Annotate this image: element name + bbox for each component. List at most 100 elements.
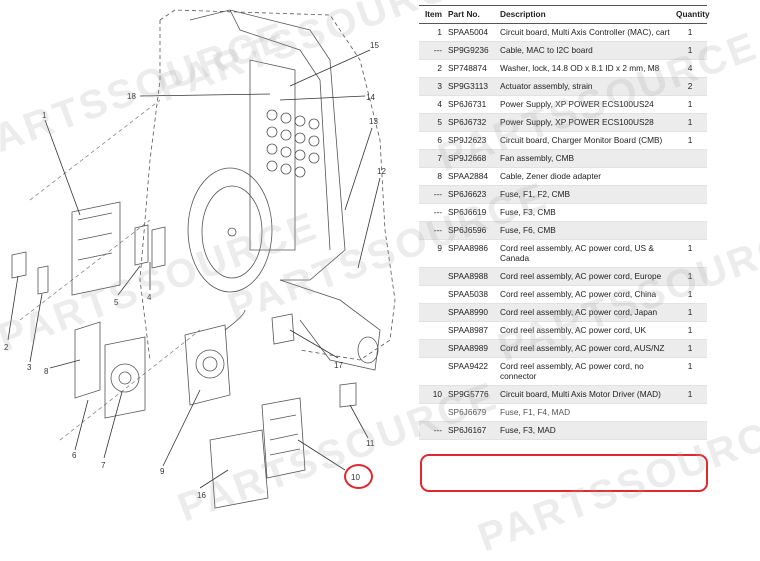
cell-item bbox=[419, 267, 445, 286]
exploded-view-drawing: 1 2 3 4 5 6 7 8 9 10 11 12 13 14 15 16 1… bbox=[4, 9, 396, 509]
cell-part-number: SPAA8987 bbox=[445, 321, 497, 340]
header-part-number: Part No. bbox=[445, 5, 497, 24]
cell-quantity: 1 bbox=[673, 267, 707, 286]
cell-description: Cord reel assembly, AC power cord, Japan bbox=[497, 303, 673, 322]
cell-quantity bbox=[673, 221, 707, 240]
callout-2: 2 bbox=[4, 343, 9, 352]
cell-item: --- bbox=[419, 421, 445, 440]
cell-item: 5 bbox=[419, 113, 445, 132]
cell-quantity: 1 bbox=[673, 385, 707, 404]
cell-quantity bbox=[673, 149, 707, 168]
cell-description: Fuse, F1, F2, CMB bbox=[497, 185, 673, 204]
cell-item: 10 bbox=[419, 385, 445, 404]
cell-quantity bbox=[673, 185, 707, 204]
callout-12: 12 bbox=[377, 167, 386, 176]
cell-quantity bbox=[673, 421, 707, 440]
cell-quantity: 1 bbox=[673, 303, 707, 322]
table-header-row: Item Part No. Description Quantity bbox=[419, 5, 710, 24]
cell-item bbox=[419, 285, 445, 304]
cell-part-number: SP6J6623 bbox=[445, 185, 497, 204]
cell-description: Fuse, F6, CMB bbox=[497, 221, 673, 240]
cell-quantity bbox=[673, 203, 707, 222]
callout-6: 6 bbox=[72, 451, 77, 460]
cell-item: --- bbox=[419, 221, 445, 240]
cell-part-number: SP9J2668 bbox=[445, 149, 497, 168]
cell-description: Circuit board, Multi Axis Controller (MA… bbox=[497, 23, 673, 42]
callout-3: 3 bbox=[27, 363, 32, 372]
cell-description: Cord reel assembly, AC power cord, AUS/N… bbox=[497, 339, 673, 358]
exploded-parts-diagram: 1 2 3 4 5 6 7 8 9 10 11 12 13 14 15 16 1… bbox=[4, 9, 396, 509]
callout-7: 7 bbox=[101, 461, 106, 470]
cell-item: 8 bbox=[419, 167, 445, 186]
cell-part-number: SPAA8986 bbox=[445, 239, 497, 268]
cell-part-number: SP6J6679 bbox=[445, 403, 497, 422]
cell-item: 6 bbox=[419, 131, 445, 150]
cell-quantity: 1 bbox=[673, 321, 707, 340]
callout-18: 18 bbox=[127, 92, 136, 101]
cell-quantity: 1 bbox=[673, 285, 707, 304]
cell-quantity: 1 bbox=[673, 113, 707, 132]
cell-quantity: 1 bbox=[673, 95, 707, 114]
cell-description: Cord reel assembly, AC power cord, China bbox=[497, 285, 673, 304]
cell-description: Power Supply, XP POWER ECS100US28 bbox=[497, 113, 673, 132]
cell-description: Fuse, F1, F4, MAD bbox=[497, 403, 673, 422]
cell-quantity: 4 bbox=[673, 59, 707, 78]
header-quantity: Quantity bbox=[673, 5, 710, 24]
callout-11: 11 bbox=[366, 439, 375, 448]
callout-8: 8 bbox=[44, 367, 49, 376]
cell-item bbox=[419, 321, 445, 340]
cell-part-number: SP6J6596 bbox=[445, 221, 497, 240]
cell-description: Actuator assembly, strain bbox=[497, 77, 673, 96]
cell-item: --- bbox=[419, 203, 445, 222]
cell-item bbox=[419, 339, 445, 358]
cell-item: --- bbox=[419, 41, 445, 60]
cell-item: 1 bbox=[419, 23, 445, 42]
cell-description: Fan assembly, CMB bbox=[497, 149, 673, 168]
cell-item bbox=[419, 357, 445, 386]
cell-quantity: 1 bbox=[673, 339, 707, 358]
cell-item: 4 bbox=[419, 95, 445, 114]
callout-9: 9 bbox=[160, 467, 165, 476]
cell-part-number: SPAA8989 bbox=[445, 339, 497, 358]
cell-description: Circuit board, Charger Monitor Board (CM… bbox=[497, 131, 673, 150]
callout-1: 1 bbox=[42, 111, 47, 120]
cell-item: 3 bbox=[419, 77, 445, 96]
cell-part-number: SPAA8988 bbox=[445, 267, 497, 286]
header-description: Description bbox=[497, 5, 673, 24]
cell-description: Power Supply, XP POWER ECS100US24 bbox=[497, 95, 673, 114]
cell-quantity: 1 bbox=[673, 131, 707, 150]
callout-13: 13 bbox=[369, 117, 378, 126]
cell-part-number: SPAA2884 bbox=[445, 167, 497, 186]
cell-quantity bbox=[673, 167, 707, 186]
cell-quantity: 1 bbox=[673, 239, 707, 268]
cell-description: Cord reel assembly, AC power cord, UK bbox=[497, 321, 673, 340]
cell-part-number: SPAA9422 bbox=[445, 357, 497, 386]
cell-part-number: SP9G5776 bbox=[445, 385, 497, 404]
cell-part-number: SP9G3113 bbox=[445, 77, 497, 96]
cell-part-number: SP9G9236 bbox=[445, 41, 497, 60]
cell-quantity: 1 bbox=[673, 41, 707, 60]
cell-quantity: 2 bbox=[673, 77, 707, 96]
cell-part-number: SPAA5038 bbox=[445, 285, 497, 304]
cell-description: Fuse, F3, CMB bbox=[497, 203, 673, 222]
cell-description: Cord reel assembly, AC power cord, Europ… bbox=[497, 267, 673, 286]
callout-4: 4 bbox=[147, 293, 152, 302]
cell-item bbox=[419, 403, 445, 422]
cell-description: Cord reel assembly, AC power cord, US & … bbox=[497, 239, 673, 268]
